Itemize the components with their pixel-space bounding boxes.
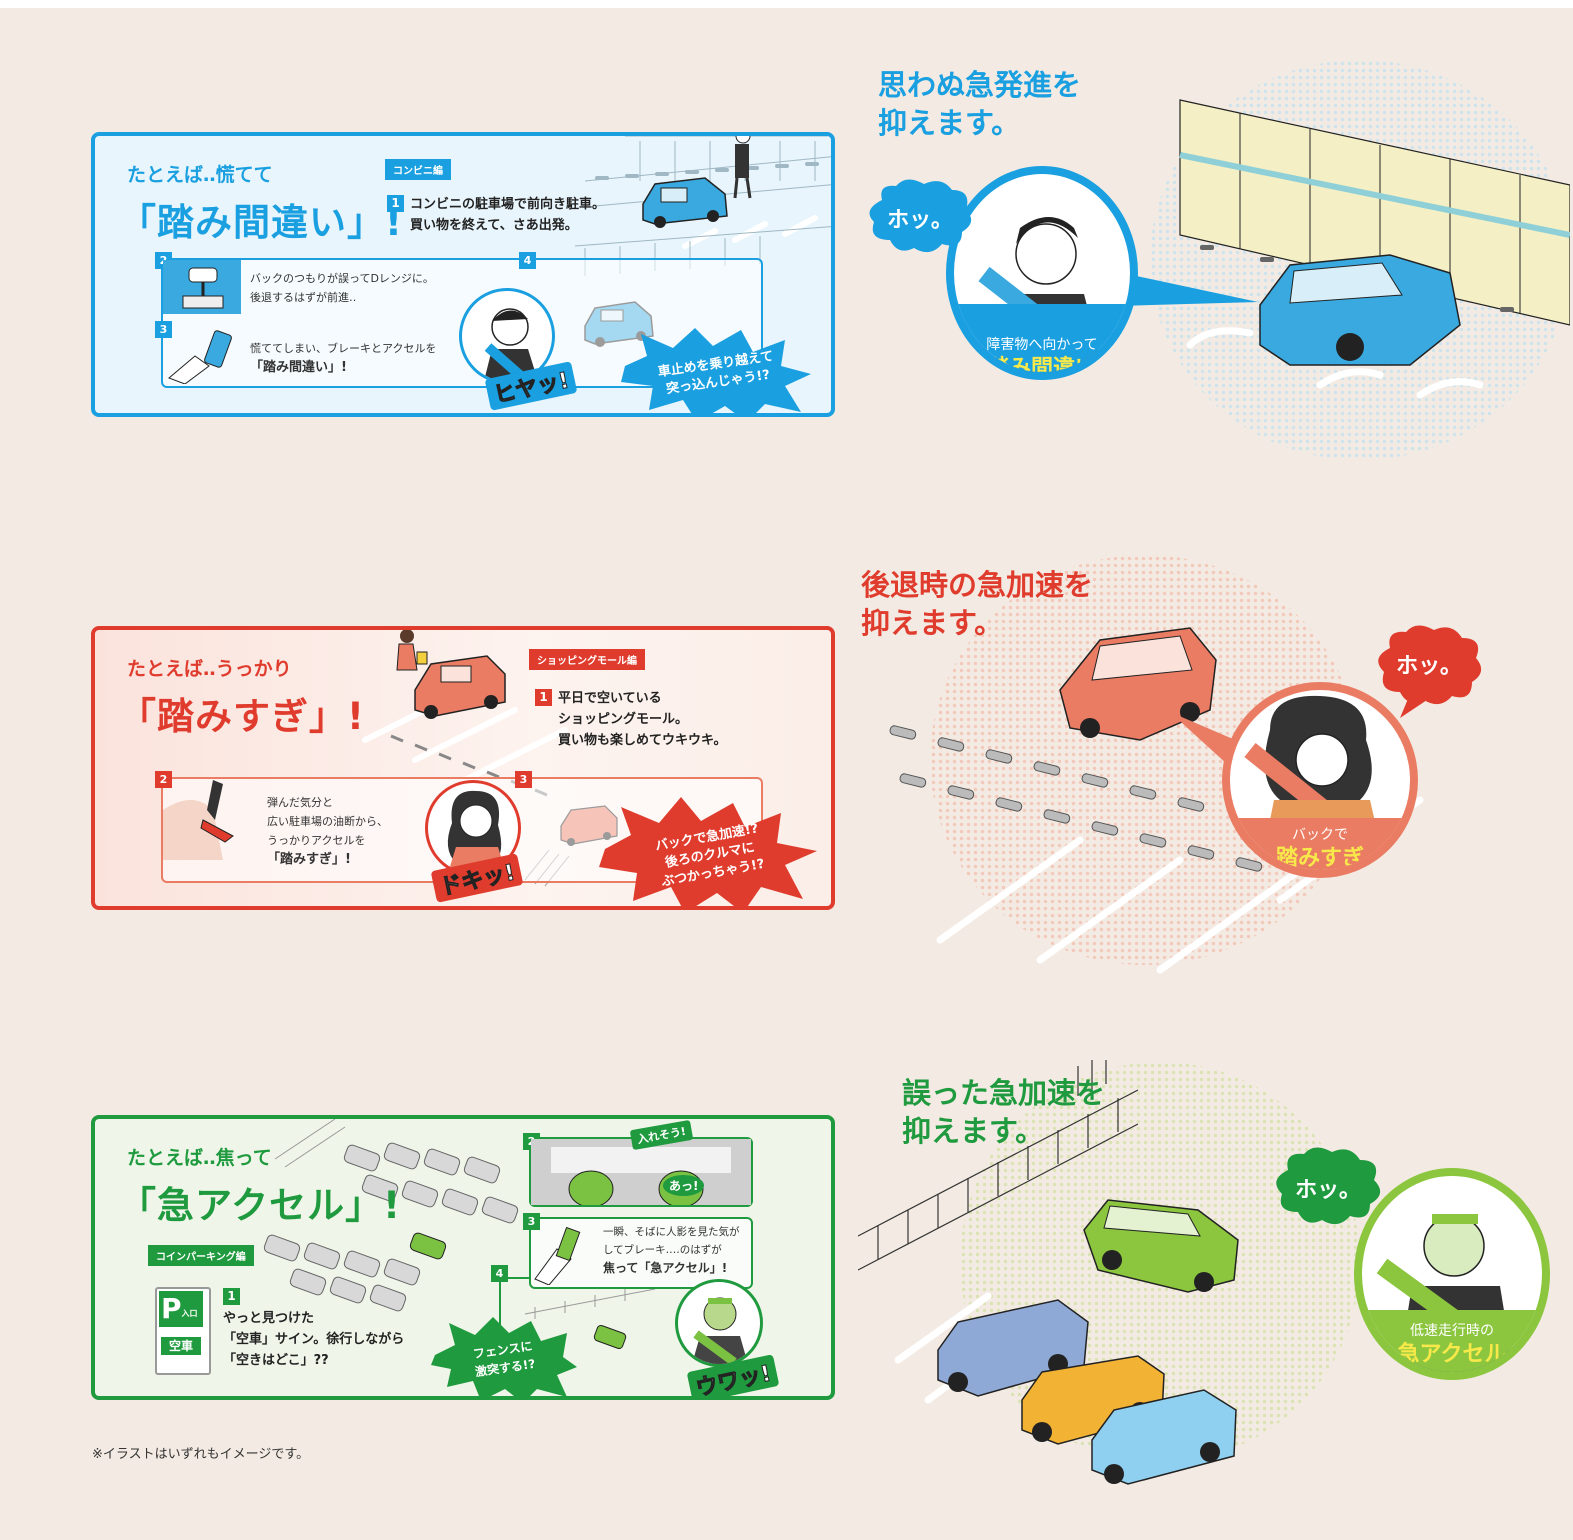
scenario-panel-convenience-store: たとえば‥慌てて 「踏み間違い」! コンビニ編 1 コンビニの駐車場で前向き駐車。… (91, 132, 835, 417)
scenario-lead: たとえば‥焦って (127, 1147, 272, 1169)
step-3-number: 3 (523, 1213, 540, 1230)
step-number: 1 (535, 689, 552, 706)
step-2-line-1: 弾んだ気分と (267, 796, 333, 809)
coin-lot-illustration (858, 1060, 1239, 1485)
scenario-title: 「急アクセル」! (119, 1184, 402, 1227)
parking-entry-label: 入口 (181, 1309, 198, 1318)
step-1-line-3: 「空きはどこ」?? (223, 1353, 329, 1368)
step-2-line-2: 後退するはずが前進‥ (250, 291, 357, 304)
pedal-illustration (531, 1219, 591, 1286)
step-3-line-1: 慌ててしまい、ブレーキとアクセルを (250, 342, 437, 355)
step-1-line-1: やっと見つけた (223, 1311, 315, 1326)
scenario-tag: コインパーキング編 (148, 1245, 254, 1266)
scenario-title: 「踏み間違い」! (119, 201, 403, 244)
relief-caption-big: 踏みすぎ (1275, 846, 1364, 871)
exclaim-a-label: あっ! (663, 1175, 705, 1196)
scenario-panel-coin-parking: たとえば‥焦って 「急アクセル」! コインパーキング編 P入口 空車 1 やっと… (91, 1115, 835, 1400)
parking-sign-icon: P入口 空車 (155, 1287, 211, 1375)
headline-line-2: 抑えます。 (861, 606, 1004, 640)
step-1-text: 1 やっと見つけた 「空車」サイン。徐行しながら 「空きはどこ」?? (223, 1287, 404, 1371)
step-1-line-1: コンビニの駐車場で前向き駐車。 (410, 197, 606, 212)
parking-p-letter: P (161, 1292, 182, 1325)
relieved-driver-circle-blue: 障害物へ向かって 踏み間違い (946, 166, 1138, 380)
driver-portrait-shock (675, 1279, 763, 1367)
step-3-number: 3 (155, 321, 172, 338)
step-2-text: 弾んだ気分と 広い駐車場の油断から、 うっかりアクセルを 「踏みすぎ」! (267, 793, 388, 869)
step-1-line-3: 買い物も楽しめてウキウキ。 (558, 733, 727, 748)
vacant-label: 空車 (161, 1337, 201, 1355)
step-1-text: 1 コンビニの駐車場で前向き駐車。 買い物を終えて、さあ出発。 (387, 194, 605, 236)
scenario-panel-shopping-mall: たとえば‥うっかり 「踏みすぎ」! ショッピングモール編 1 平日で空いている シ… (91, 626, 835, 910)
step-3-text: 慌ててしまい、ブレーキとアクセルを 「踏み間違い」! (250, 339, 436, 377)
step-1-line-1: 平日で空いている (558, 691, 662, 706)
consequence-burst: 車止めを乗り越えて 突っ込んじゃう!? (617, 326, 815, 413)
relief-caption-big: 急アクセル (1397, 1342, 1507, 1367)
pedal-illustration (165, 326, 239, 385)
relieved-driver-illustration (1362, 1214, 1542, 1372)
store-building-illustration (1179, 99, 1570, 399)
headline-line-1: 思わぬ急発進を (878, 68, 1082, 102)
step-1-line-2: ショッピングモール。 (558, 712, 689, 727)
relieved-driver-circle-red: バックで 踏みすぎ (1222, 682, 1418, 878)
step-2-text: バックのつもりが誤ってDレンジに。 後退するはずが前進‥ (250, 269, 434, 307)
step-3-line-2: してブレーキ‥‥のはずが (603, 1244, 722, 1256)
top-strip (0, 0, 1573, 8)
relieved-driver-illustration (1230, 695, 1410, 870)
step-3-number: 3 (515, 771, 532, 788)
headline-line-1: 誤った急加速を (902, 1076, 1106, 1110)
step-2-line-4: 「踏みすぎ」! (267, 852, 351, 867)
speech-tail-red (1170, 712, 1240, 776)
relief-word: ホッ。 (1396, 654, 1462, 679)
relief-caption-big: 踏み間違い (986, 356, 1097, 380)
step-3-line-2: 「踏み間違い」! (250, 360, 347, 375)
scenario-lead: たとえば‥うっかり (127, 658, 292, 680)
relief-caption-small: 低速走行時の (1410, 1323, 1494, 1339)
step-number: 1 (223, 1288, 240, 1305)
speech-tail-blue (1118, 272, 1258, 306)
consequence-burst: バックで急加速!? 後ろのクルマに ぶつかっちゃう!? (595, 795, 821, 906)
relief-caption-small: バックで (1292, 827, 1348, 843)
relief-caption-small: 障害物へ向かって (986, 337, 1098, 353)
headline-line-2: 抑えます。 (902, 1114, 1045, 1148)
car-interior-illustration (531, 1139, 751, 1205)
step-3-text: 一瞬、そばに人影を見た気が してブレーキ‥‥のはずが 焦って「急アクセル」! (603, 1223, 740, 1278)
consequence-burst: フェンスに 激突する!? (429, 1315, 579, 1396)
scenario-tag: ショッピングモール編 (529, 649, 645, 670)
relief-speech-bubble-red: ホッ。 (1370, 624, 1488, 718)
relieved-driver-circle-green: 低速走行時の 急アクセル (1354, 1168, 1550, 1380)
scenario-tag: コンビニ編 (385, 159, 451, 180)
headline-line-2: 抑えます。 (878, 106, 1021, 140)
step-number: 1 (387, 195, 404, 212)
foot-pedal-illustration (163, 780, 253, 860)
step-3-line-3: 焦って「急アクセル」! (603, 1261, 728, 1275)
relief-speech-bubble-blue: ホッ。 (862, 178, 978, 258)
step-2-line-1: バックのつもりが誤ってDレンジに。 (250, 272, 434, 285)
parking-p-icon: P入口 (159, 1291, 203, 1327)
scenario-title: 「踏みすぎ」! (119, 695, 365, 738)
coin-parking-illustration (263, 1119, 656, 1350)
gear-shift-illustration (163, 260, 241, 314)
relief-word: ホッ。 (1295, 1178, 1361, 1203)
step-2-line-2: 広い駐車場の油断から、 (267, 815, 388, 828)
headline-line-1: 後退時の急加速を (861, 568, 1094, 602)
step-1-line-2: 買い物を終えて、さあ出発。 (410, 218, 578, 233)
step-1-line-2: 「空車」サイン。徐行しながら (223, 1332, 405, 1347)
scenario-lead: たとえば‥慌てて (127, 164, 273, 186)
relief-word: ホッ。 (887, 208, 953, 233)
illustration-disclaimer: ※イラストはいずれもイメージです。 (92, 1447, 310, 1462)
step-4-number: 4 (519, 252, 536, 269)
benefit-headline-reverse: 後退時の急加速を 抑えます。 (861, 566, 1093, 642)
step-1-text: 1 平日で空いている ショッピングモール。 買い物も楽しめてウキウキ。 (535, 688, 726, 751)
step-3-line-1: 一瞬、そばに人影を見た気が (603, 1226, 740, 1238)
relief-speech-bubble-green: ホッ。 (1268, 1146, 1388, 1230)
benefit-headline-sudden-start: 思わぬ急発進を 抑えます。 (878, 66, 1081, 142)
benefit-headline-acceleration: 誤った急加速を 抑えます。 (902, 1074, 1105, 1150)
step-2-line-3: うっかりアクセルを (267, 834, 366, 847)
step-4-number: 4 (491, 1265, 508, 1282)
step-2-number: 2 (155, 771, 172, 788)
